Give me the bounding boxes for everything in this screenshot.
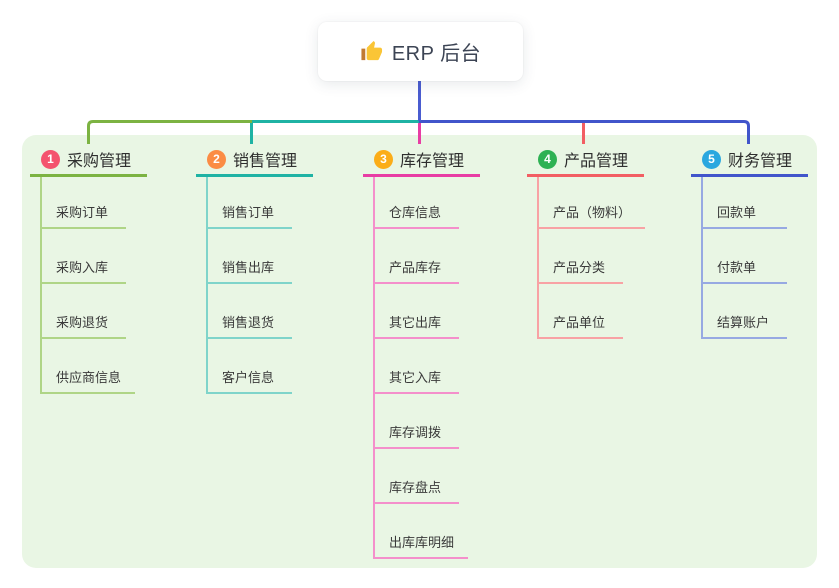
mindmap-node: 采购订单 — [42, 177, 126, 229]
mindmap-node: 客户信息 — [208, 339, 292, 394]
branch-title-label: 产品管理 — [564, 153, 629, 170]
branch-number-badge: 3 — [374, 149, 393, 169]
branch-title-label: 财务管理 — [728, 153, 793, 170]
branch-number-badge: 5 — [702, 149, 721, 169]
mindmap-node: 销售订单 — [208, 177, 292, 229]
mindmap-node: 采购入库 — [42, 229, 126, 284]
mindmap-node: 供应商信息 — [42, 339, 136, 394]
mindmap-node: 结算账户 — [703, 284, 787, 339]
branch-children: 产品（物料） 产品分类 产品单位 — [537, 177, 646, 339]
mindmap-node: 仓库信息 — [375, 177, 459, 229]
branch-children: 回款单 付款单 结算账户 — [701, 177, 787, 339]
branch-sales: 2 销售管理 销售订单 销售出库 销售退货 客户信息 — [196, 148, 313, 394]
mindmap-node: 库存盘点 — [375, 449, 459, 504]
branch-purchase: 1 采购管理 采购订单 采购入库 采购退货 供应商信息 — [30, 148, 147, 394]
branch-inventory: 3 库存管理 仓库信息 产品库存 其它出库 其它入库 库存调拨 库存盘点 出库库… — [363, 148, 480, 559]
thumbs-up-icon — [361, 40, 382, 61]
branch-title-inventory: 3 库存管理 — [363, 148, 480, 177]
mindmap-node: 销售退货 — [208, 284, 292, 339]
branch-title-label: 采购管理 — [67, 153, 132, 170]
mindmap-node: 产品（物料） — [539, 177, 646, 229]
mindmap-node: 产品库存 — [375, 229, 459, 284]
root-node: ERP 后台 — [318, 22, 523, 81]
mindmap-node: 其它入库 — [375, 339, 459, 394]
branch-title-purchase: 1 采购管理 — [30, 148, 147, 177]
mindmap-node: 库存调拨 — [375, 394, 459, 449]
branch-product: 4 产品管理 产品（物料） 产品分类 产品单位 — [527, 148, 646, 339]
branch-number-badge: 2 — [207, 149, 226, 169]
branch-finance: 5 财务管理 回款单 付款单 结算账户 — [691, 148, 808, 339]
branch-children: 销售订单 销售出库 销售退货 客户信息 — [206, 177, 292, 394]
mindmap-node: 其它出库 — [375, 284, 459, 339]
branch-children: 采购订单 采购入库 采购退货 供应商信息 — [40, 177, 136, 394]
mindmap-node: 采购退货 — [42, 284, 126, 339]
branch-number-badge: 1 — [41, 149, 60, 169]
mindmap-node: 产品单位 — [539, 284, 623, 339]
branch-title-label: 销售管理 — [233, 153, 298, 170]
branch-children: 仓库信息 产品库存 其它出库 其它入库 库存调拨 库存盘点 出库库明细 — [373, 177, 469, 559]
root-label: ERP 后台 — [391, 43, 482, 65]
mindmap-node: 销售出库 — [208, 229, 292, 284]
mindmap-node: 出库库明细 — [375, 504, 469, 559]
mindmap-node: 回款单 — [703, 177, 787, 229]
branch-title-product: 4 产品管理 — [527, 148, 644, 177]
branch-title-sales: 2 销售管理 — [196, 148, 313, 177]
mindmap-node: 付款单 — [703, 229, 787, 284]
canvas-panel — [22, 135, 817, 568]
branch-title-label: 库存管理 — [400, 153, 465, 170]
branch-title-finance: 5 财务管理 — [691, 148, 808, 177]
branch-number-badge: 4 — [538, 149, 557, 169]
mindmap-node: 产品分类 — [539, 229, 623, 284]
